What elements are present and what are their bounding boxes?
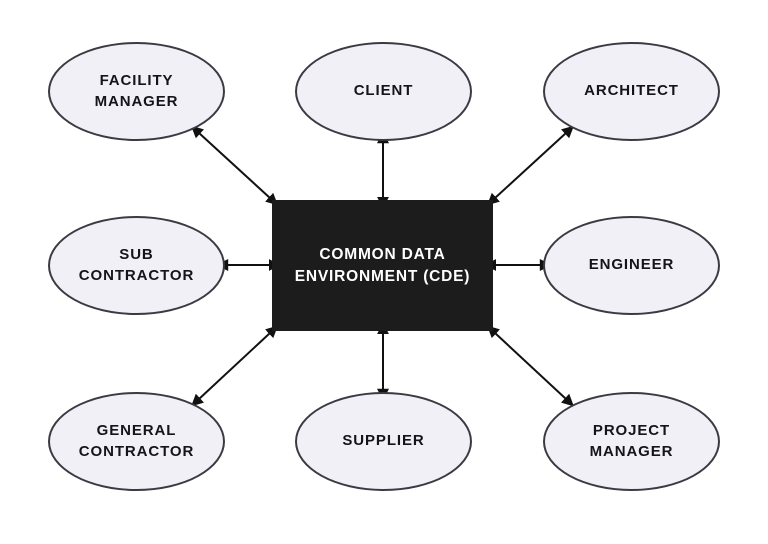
node-label: ARCHITECT [584,82,679,100]
connector-general-contractor [191,325,278,407]
node-label: GENERAL CONTRACTOR [78,422,195,460]
node-supplier[interactable]: SUPPLIER [295,392,472,491]
central-node-label: COMMON DATA ENVIRONMENT (CDE) [294,245,471,285]
connector-facility-manager [191,125,278,206]
node-label: CLIENT [353,82,414,100]
node-architect[interactable]: ARCHITECT [543,42,720,141]
node-label: SUPPLIER [342,432,425,450]
node-project-manager[interactable]: PROJECT MANAGER [543,392,720,491]
node-label: PROJECT MANAGER [589,422,674,460]
connector-architect [487,125,574,206]
node-facility-manager[interactable]: FACILITY MANAGER [48,42,225,141]
node-label: FACILITY MANAGER [94,72,179,110]
node-engineer[interactable]: ENGINEER [543,216,720,315]
central-node-common-data-environment[interactable]: COMMON DATA ENVIRONMENT (CDE) [272,200,493,331]
node-sub-contractor[interactable]: SUB CONTRACTOR [48,216,225,315]
node-label: ENGINEER [588,256,675,274]
node-client[interactable]: CLIENT [295,42,472,141]
connector-project-manager [487,325,574,407]
node-label: SUB CONTRACTOR [78,246,195,284]
node-general-contractor[interactable]: GENERAL CONTRACTOR [48,392,225,491]
